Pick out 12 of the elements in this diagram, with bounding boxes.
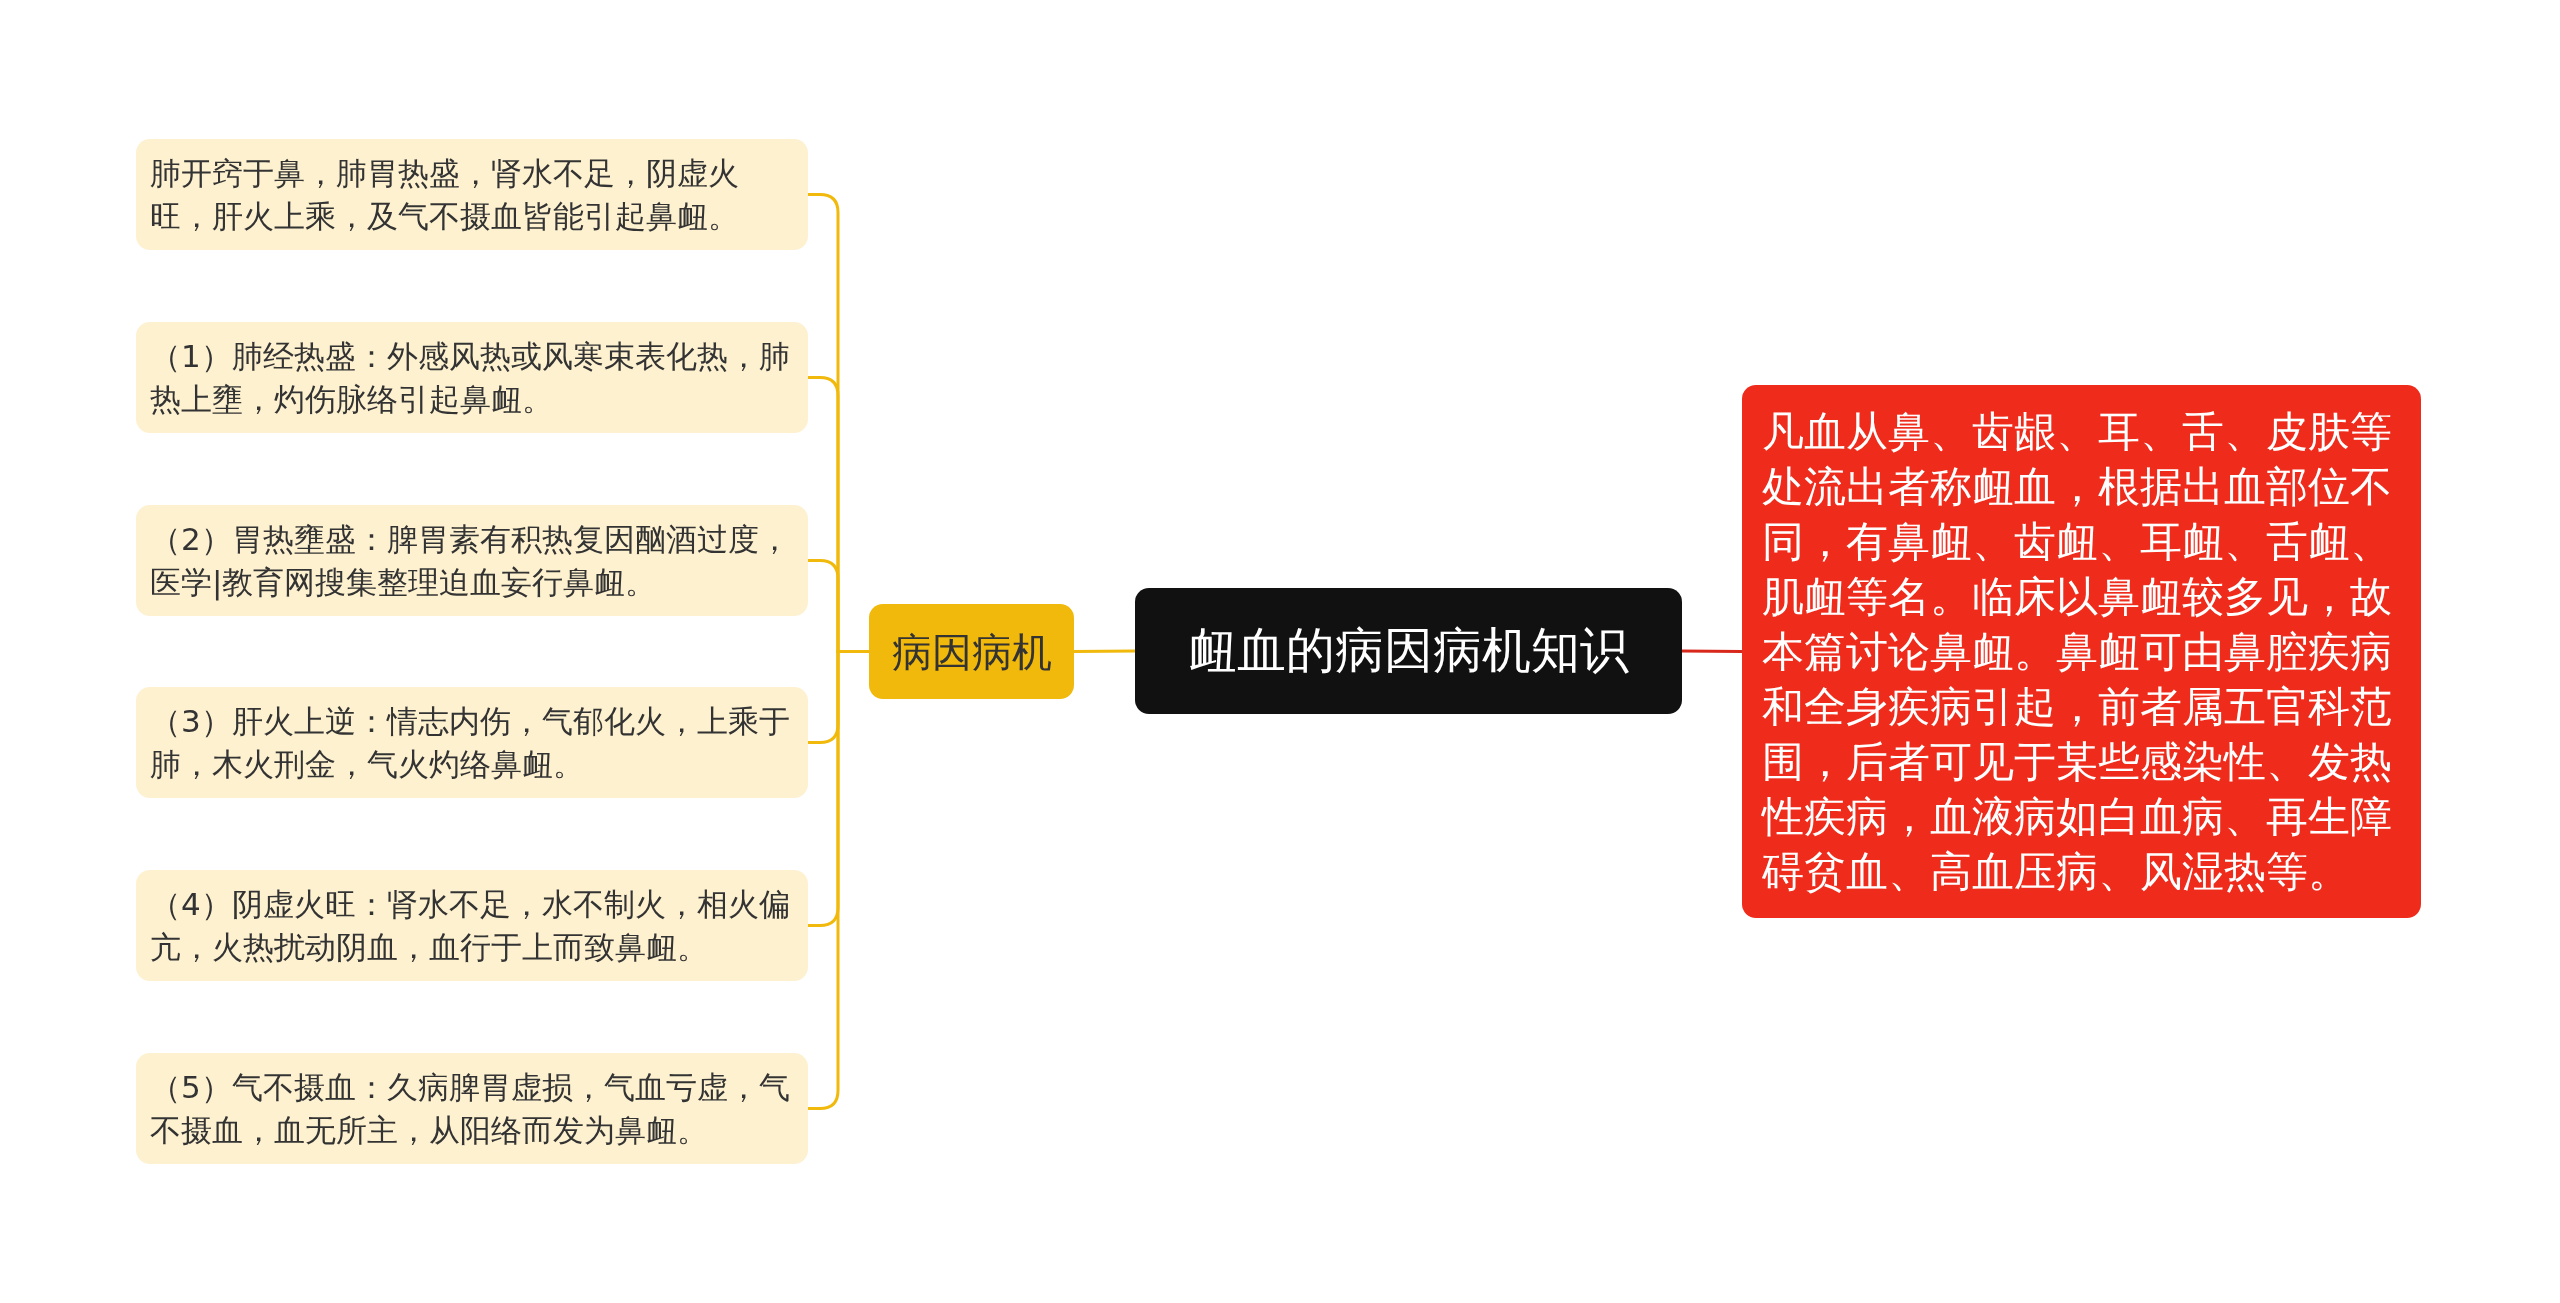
note-box: 凡血从鼻、齿龈、耳、舌、皮肤等处流出者称衄血，根据出血部位不同，有鼻衄、齿衄、耳衄、舌衄、肌衄等名。临床以鼻衄较多见，故本篇讨论鼻衄。鼻衄可由鼻腔疾病和全身疾病引起，前者属五官科范围，后者可见于某些感染性、发热性疾病，血液病如白血病、再生障碍贫血、高血压病、风湿热等。 xyxy=(1742,385,2421,918)
leaf-box: （3）肝火上逆：情志内伤，气郁化火，上乘于肺，木火刑金，气火灼络鼻衄。 xyxy=(136,687,808,798)
leaf-box: 肺开窍于鼻，肺胃热盛，肾水不足，阴虚火旺，肝火上乘，及气不摄血皆能引起鼻衄。 xyxy=(136,139,808,250)
connector-line xyxy=(808,650,869,1110)
leaf-box: （1）肺经热盛：外感风热或风寒束表化热，肺热上壅，灼伤脉络引起鼻衄。 xyxy=(136,322,808,433)
branch-box: 病因病机 xyxy=(869,604,1074,699)
connector-line xyxy=(1074,649,1135,653)
leaf-box: （5）气不摄血：久病脾胃虚损，气血亏虚，气不摄血，血无所主，从阳络而发为鼻衄。 xyxy=(136,1053,808,1164)
leaf-box: （4）阴虚火旺：肾水不足，水不制火，相火偏亢，火热扰动阴血，血行于上而致鼻衄。 xyxy=(136,870,808,981)
topic-box: 衄血的病因病机知识 xyxy=(1135,588,1682,714)
leaf-box: （2）胃热壅盛：脾胃素有积热复因酗酒过度，医学|教育网搜集整理迫血妄行鼻衄。 xyxy=(136,505,808,616)
connector-line xyxy=(1682,649,1742,653)
